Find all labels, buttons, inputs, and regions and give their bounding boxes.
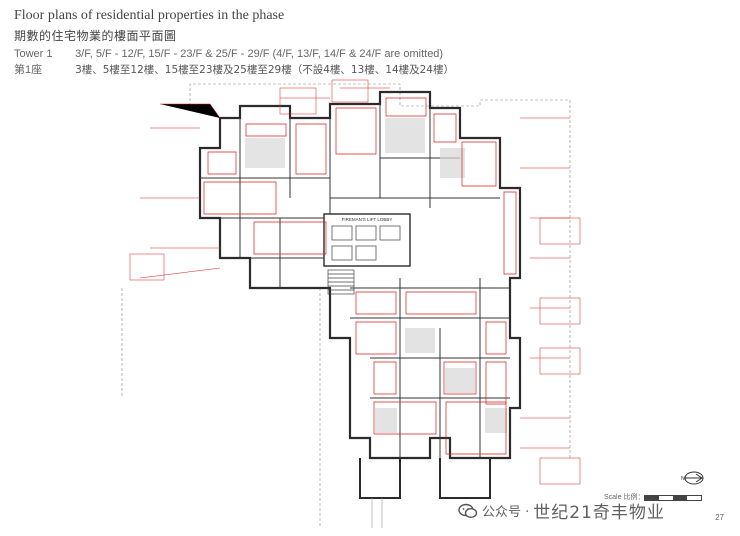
room-shading — [245, 118, 507, 433]
scale-label: Scale 比例： — [604, 494, 645, 501]
lift-lobby: FIREMAN'S LIFT LOBBY — [323, 213, 411, 267]
watermark-prefix: 公众号 · — [482, 505, 530, 520]
scale-bar — [644, 495, 702, 501]
red-leader-lines — [139, 87, 570, 449]
tower-label-en: Tower 1 — [14, 48, 53, 60]
north-arrow-icon: N — [681, 471, 704, 485]
lobby-label: FIREMAN'S LIFT LOBBY — [342, 217, 393, 222]
staircase — [327, 269, 355, 295]
lower-wings — [359, 458, 491, 499]
floors-list-en: 3/F, 5/F - 12/F, 15/F - 23/F & 25/F - 29… — [75, 48, 444, 60]
internal-walls — [200, 104, 510, 458]
tower-row-en: Tower 1 3/F, 5/F - 12/F, 15/F - 23/F & 2… — [14, 48, 443, 60]
wechat-icon — [458, 503, 478, 518]
tower-row-zh: 第1座 3樓、5樓至12樓、15樓至23樓及25樓至29樓（不設4樓、13樓、1… — [14, 61, 454, 77]
floor-plan-drawing: FIREMAN'S LIFT LOBBY — [121, 79, 581, 528]
entrance-path — [371, 498, 383, 528]
page-number: 27 — [715, 513, 724, 522]
watermark-brand: 世纪21奇丰物业 — [533, 503, 665, 523]
site-boundary — [121, 83, 571, 528]
svg-text:N: N — [681, 476, 685, 482]
floors-list-zh: 3樓、5樓至12樓、15樓至23樓及25樓至29樓（不設4樓、13樓、14樓及2… — [75, 64, 454, 76]
red-note-blocks — [129, 79, 581, 485]
watermark: 公众号 · 世纪21奇丰物业 — [458, 498, 665, 523]
page-title-en: Floor plans of residential properties in… — [14, 8, 285, 23]
tower-label-zh: 第1座 — [14, 64, 43, 76]
red-annotations — [203, 97, 517, 455]
building-outline — [198, 90, 522, 460]
page-title-zh: 期數的住宅物業的樓面平面圖 — [14, 29, 177, 43]
